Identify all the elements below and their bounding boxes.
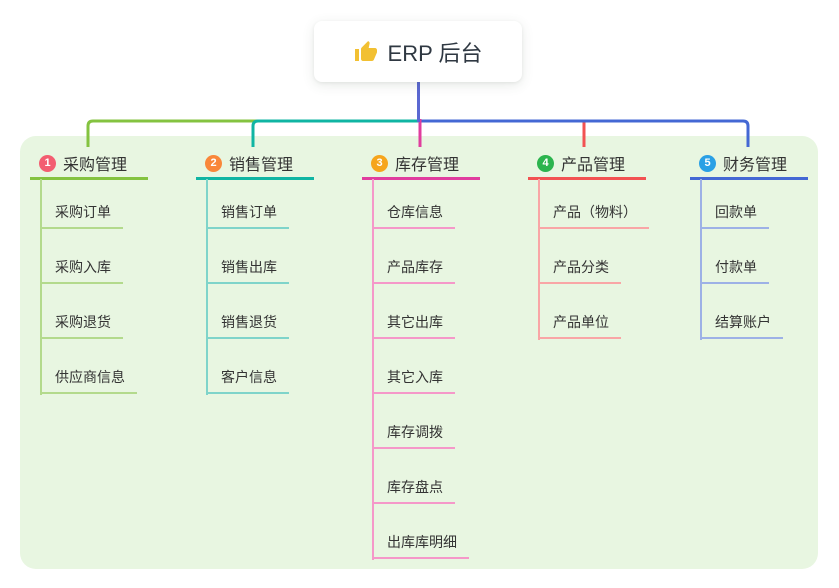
leaf-node[interactable]: 销售订单 <box>206 202 289 229</box>
leaf-node[interactable]: 产品单位 <box>538 312 621 339</box>
thumbs-up-glyph <box>354 40 377 61</box>
branch-node-inventory[interactable]: 3 库存管理 <box>362 149 480 180</box>
leaf-node[interactable]: 回款单 <box>700 202 769 229</box>
root-node[interactable]: ERP 后台 <box>314 21 522 82</box>
branch-label: 财务管理 <box>723 157 788 174</box>
branch-node-purchase[interactable]: 1 采购管理 <box>30 149 148 180</box>
leaf-node[interactable]: 采购订单 <box>40 202 123 229</box>
leaf-node[interactable]: 其它出库 <box>372 312 455 339</box>
backdrop-panel <box>20 136 818 569</box>
branch-badge: 4 <box>537 154 554 172</box>
branch-label: 产品管理 <box>561 157 626 174</box>
leaf-node[interactable]: 库存调拨 <box>372 422 455 449</box>
leaf-node[interactable]: 付款单 <box>700 257 769 284</box>
branch-badge: 3 <box>371 154 388 172</box>
leaf-node[interactable]: 客户信息 <box>206 367 289 394</box>
thumbs-up-icon <box>354 40 377 61</box>
leaf-node[interactable]: 产品（物料） <box>538 202 649 229</box>
leaf-node[interactable]: 库存盘点 <box>372 477 455 504</box>
branch-node-finance[interactable]: 5 财务管理 <box>690 149 808 180</box>
leaf-node[interactable]: 结算账户 <box>700 312 783 339</box>
branch-label: 销售管理 <box>229 157 294 174</box>
leaf-node[interactable]: 其它入库 <box>372 367 455 394</box>
branch-rail <box>538 179 540 340</box>
leaf-node[interactable]: 销售退货 <box>206 312 289 339</box>
leaf-node[interactable]: 采购入库 <box>40 257 123 284</box>
root-title: ERP 后台 <box>387 40 483 66</box>
leaf-node[interactable]: 产品分类 <box>538 257 621 284</box>
leaf-node[interactable]: 出库库明细 <box>372 532 469 559</box>
leaf-node[interactable]: 产品库存 <box>372 257 455 284</box>
branch-label: 采购管理 <box>63 157 128 174</box>
branch-label: 库存管理 <box>395 157 460 174</box>
leaf-node[interactable]: 采购退货 <box>40 312 123 339</box>
branch-rail <box>700 179 702 340</box>
branch-node-product[interactable]: 4 产品管理 <box>528 149 646 180</box>
branch-badge: 5 <box>699 154 716 172</box>
branch-badge: 2 <box>205 154 222 172</box>
branch-rail <box>372 179 374 560</box>
branch-node-sales[interactable]: 2 销售管理 <box>196 149 314 180</box>
leaf-node[interactable]: 销售出库 <box>206 257 289 284</box>
leaf-node[interactable]: 供应商信息 <box>40 367 137 394</box>
branch-rail <box>40 179 42 395</box>
leaf-node[interactable]: 仓库信息 <box>372 202 455 229</box>
branch-badge: 1 <box>39 154 56 172</box>
branch-rail <box>206 179 208 395</box>
